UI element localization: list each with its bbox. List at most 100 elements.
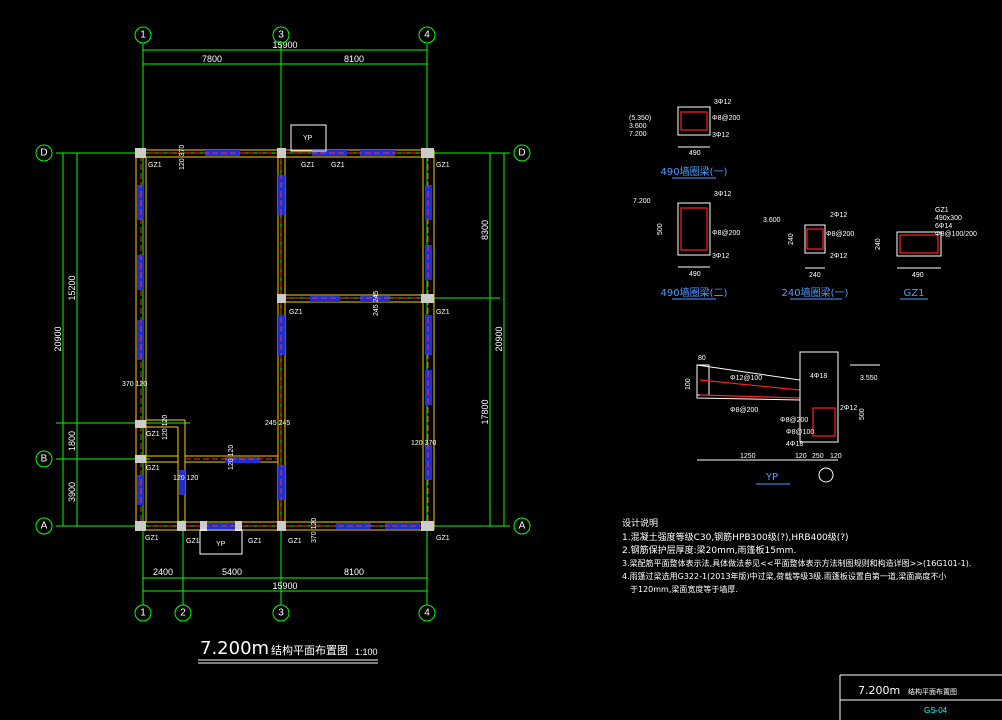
section-level: 7.200 — [633, 198, 651, 205]
section-title: 240墙圈梁(一) — [782, 286, 849, 299]
axis-bubble-left-D — [35, 144, 53, 162]
notes-heading: 设计说明 — [622, 517, 658, 529]
axis-label-right-D: D — [518, 148, 525, 159]
bottom-seg-1: 2400 — [153, 567, 173, 577]
section-top-bar: 3Φ12 — [714, 191, 731, 198]
section-width: 490 — [689, 271, 701, 278]
dim-label: 120 370 — [411, 440, 436, 447]
axis-label-left-B: B — [41, 454, 48, 465]
axis-bubbles: 1 3 4 1 2 3 4 D B A D A — [35, 26, 531, 622]
title-block: 7.200m 结构平面布置图 GS-04 — [839, 674, 1002, 720]
axis-bubble-bottom-4 — [418, 604, 436, 622]
column — [135, 420, 146, 428]
section-490-two: 7.200 3Φ12 Φ8@200 3Φ12 500 490 490墙圈梁(二) — [633, 191, 740, 300]
yp-rebar: Φ8@100 — [786, 429, 814, 436]
section-width: 490 — [912, 272, 924, 279]
column — [200, 521, 207, 531]
dim-label: 370 120 — [122, 381, 147, 388]
section-bot-bar: 3Φ12 — [712, 253, 729, 260]
column — [135, 455, 146, 463]
yp-label: YP — [216, 541, 226, 548]
axis-label-bottom-1: 1 — [140, 608, 146, 619]
bottom-seg-3: 8100 — [344, 567, 364, 577]
axis-label-top-3: 3 — [278, 30, 284, 41]
gz1-label: GZ1 — [148, 162, 162, 169]
dim-label: 120 120 — [173, 475, 198, 482]
column — [135, 521, 146, 531]
notes-line-5: 于120mm,梁面宽度等于墙厚. — [630, 584, 738, 594]
yp-level: 3.550 — [860, 375, 878, 382]
dim-label: 120 120 — [228, 445, 235, 470]
right-seg-1: 8300 — [480, 220, 490, 240]
axis-label-bottom-4: 4 — [424, 608, 430, 619]
left-seg-1: 15200 — [67, 275, 77, 300]
axis-label-right-A: A — [519, 521, 526, 532]
yp-rebar: Φ8@200 — [730, 407, 758, 414]
axis-bubble-top-4 — [418, 26, 436, 44]
bottom-seg-2: 5400 — [222, 567, 242, 577]
section-stirrup: Φ8@200 — [712, 115, 740, 122]
right-seg-2: 17800 — [480, 399, 490, 424]
dim-label: 245 245 — [373, 291, 380, 316]
yp-hdim: 100 — [685, 378, 692, 390]
left-overall-dim: 20900 — [53, 326, 63, 351]
section-title: 490墙圈梁(二) — [661, 286, 728, 299]
axis-label-left-A: A — [41, 521, 48, 532]
column — [277, 148, 286, 158]
column — [421, 521, 434, 531]
column — [235, 521, 242, 531]
left-dimensions: 20900 15200 1800 3900 — [53, 153, 78, 526]
axis-bubble-left-B — [35, 450, 53, 468]
axis-bubble-bottom-3 — [272, 604, 290, 622]
top-seg-2: 8100 — [344, 54, 364, 64]
yp-rebar: 4Φ18 — [810, 373, 827, 380]
axis-label-top-4: 4 — [424, 30, 430, 41]
axis-label-top-1: 1 — [140, 30, 146, 41]
yp-box-bottom — [199, 529, 243, 555]
bottom-overall-dim: 15900 — [272, 581, 297, 591]
yp-rebar: 4Φ18 — [786, 441, 803, 448]
yp-box-top — [290, 124, 327, 152]
column — [177, 521, 186, 531]
gz1-label: GZ1 — [289, 309, 303, 316]
section-width: 490 — [689, 150, 701, 157]
notes-line-4: 4.雨篷过梁选用G322-1(2013年版)中过梁,荷载等级3级.雨篷板设置自第… — [622, 571, 946, 581]
dim-label: 245 245 — [265, 420, 290, 427]
yp-title: YP — [765, 472, 778, 483]
top-dimensions: 15900 7800 8100 — [143, 40, 427, 65]
design-notes: 设计说明 1.混凝土强度等级C30,钢筋HPB300级(?),HRB400级(?… — [622, 517, 971, 594]
section-width: 240 — [809, 272, 821, 279]
gz1-label: GZ1 — [331, 162, 345, 169]
gz1-label: GZ1 — [146, 431, 160, 438]
right-dimensions: 8300 17800 20900 — [480, 153, 505, 526]
axis-bubble-top-1 — [134, 26, 152, 44]
yp-rebar: 2Φ12 — [840, 405, 857, 412]
column — [135, 148, 146, 158]
dim-label: 120 370 — [179, 145, 186, 170]
section-top-bar: 3Φ12 — [714, 99, 731, 106]
stamp-title-cn: 结构平面布置图 — [908, 687, 957, 696]
section-title: 490墙圈梁(一) — [661, 165, 728, 178]
plan-title-cn: 结构平面布置图 — [271, 643, 348, 657]
yp-label: YP — [303, 135, 313, 142]
plan-labels: GZ1 GZ1 GZ1 GZ1 GZ1 GZ1 GZ1 GZ1 GZ1 GZ1 … — [122, 145, 450, 545]
yp-dim: 120 — [830, 453, 842, 460]
gz1-label: GZ1 — [436, 535, 450, 542]
notes-line-2: 2.钢筋保护层厚度:梁20mm,雨篷板15mm. — [622, 544, 796, 556]
left-seg-3: 3900 — [67, 482, 77, 502]
section-height: 240 — [788, 233, 795, 245]
column — [421, 148, 434, 158]
section-height: 500 — [657, 223, 664, 235]
bottom-dimensions: 2400 5400 8100 15900 — [143, 567, 427, 592]
section-stirrup: Φ8@200 — [826, 231, 854, 238]
plan-scale: 1:100 — [355, 647, 378, 657]
yp-dim: 1250 — [740, 453, 756, 460]
yp-hdim: 80 — [698, 355, 706, 362]
axis-label-left-D: D — [40, 148, 47, 159]
section-bot-bar: 2Φ12 — [830, 253, 847, 260]
notes-line-1: 1.混凝土强度等级C30,钢筋HPB300级(?),HRB400级(?) — [622, 531, 849, 543]
